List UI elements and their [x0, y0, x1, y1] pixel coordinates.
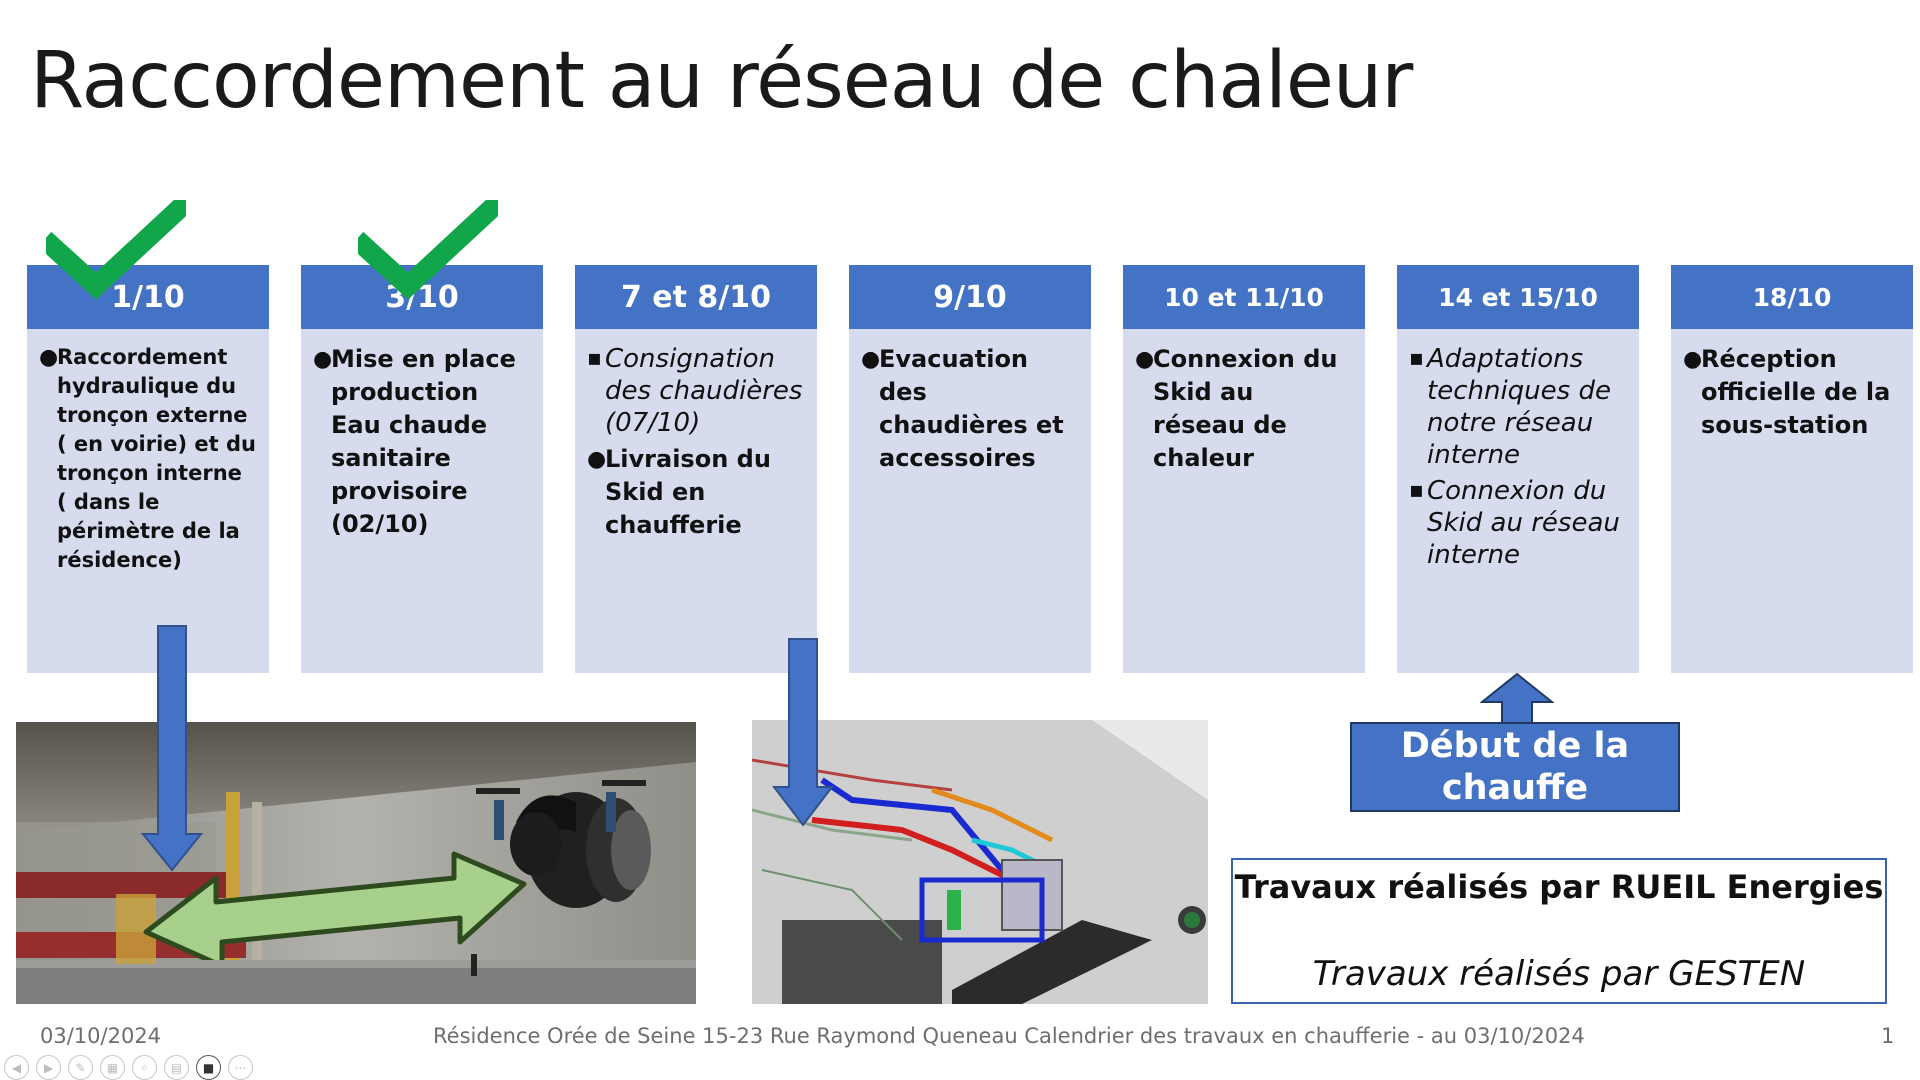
arrow-down-icon: [141, 625, 203, 872]
previous-icon[interactable]: ◀: [4, 1055, 29, 1080]
column-date: 7 et 8/10: [575, 265, 817, 329]
column-item-text: Adaptations techniques de notre réseau i…: [1427, 344, 1611, 470]
page-number: 1: [1881, 1024, 1895, 1048]
column-item: ▪ Consignation des chaudières (07/10): [587, 343, 805, 439]
slides-icon[interactable]: ▦: [100, 1055, 125, 1080]
double-arrow-icon: [143, 851, 527, 960]
presentation-toolbar: ◀ ▶ ✎ ▦ ⌕ ▤ ■ ⋯: [4, 1055, 253, 1080]
column-item: ▪ Adaptations techniques de notre réseau…: [1409, 343, 1627, 471]
camera-icon[interactable]: ■: [196, 1055, 221, 1080]
column-date: 18/10: [1671, 265, 1913, 329]
timeline-column-6: 14 et 15/10 ▪ Adaptations techniques de …: [1397, 265, 1639, 673]
timeline-column-4: 9/10 ● Evacuation des chaudières et acce…: [849, 265, 1091, 673]
more-icon[interactable]: ⋯: [228, 1055, 253, 1080]
column-date: 14 et 15/10: [1397, 265, 1639, 329]
column-item-text: Connexion du Skid au réseau de chaleur: [1153, 345, 1338, 472]
column-item: ● Mise en place production Eau chaude sa…: [313, 343, 531, 541]
column-item-text: Livraison du Skid en chaufferie: [605, 445, 771, 539]
timeline-column-3: 7 et 8/10 ▪ Consignation des chaudières …: [575, 265, 817, 673]
bullet-marker: ▪: [587, 346, 602, 371]
column-item-text: Raccordement hydraulique du tronçon exte…: [57, 345, 257, 572]
timeline-column-7: 18/10 ● Réception officielle de la sous-…: [1671, 265, 1913, 673]
slide-title: Raccordement au réseau de chaleur: [30, 36, 1413, 126]
column-item-text: Connexion du Skid au réseau interne: [1427, 476, 1620, 570]
bullet-marker: ●: [1135, 347, 1155, 372]
zoom-icon[interactable]: ⌕: [132, 1055, 157, 1080]
column-date: 10 et 11/10: [1123, 265, 1365, 329]
timeline-column-1: 1/10 ● Raccordement hydraulique du tronç…: [27, 265, 269, 673]
legend-rueil: Travaux réalisés par RUEIL Energies: [1234, 868, 1884, 906]
skid-render-image: [752, 720, 1208, 1004]
checkmark-icon: [358, 200, 498, 300]
bullet-marker: ●: [587, 447, 607, 472]
column-item: ● Connexion du Skid au réseau de chaleur: [1135, 343, 1353, 475]
footer-text: Résidence Orée de Seine 15-23 Rue Raymon…: [433, 1024, 1585, 1048]
next-icon[interactable]: ▶: [36, 1055, 61, 1080]
timeline-column-2: 3/10 ● Mise en place production Eau chau…: [301, 265, 543, 673]
column-item-text: Mise en place production Eau chaude sani…: [331, 345, 516, 538]
column-item-text: Evacuation des chaudières et accessoires: [879, 345, 1064, 472]
arrow-up-icon: [1480, 672, 1554, 724]
column-item-text: Consignation des chaudières (07/10): [605, 344, 803, 438]
column-item: ● Raccordement hydraulique du tronçon ex…: [39, 343, 257, 575]
heating-start-box: Début de la chauffe: [1350, 722, 1680, 812]
bullet-marker: ▪: [1409, 346, 1424, 371]
subtitles-icon[interactable]: ▤: [164, 1055, 189, 1080]
column-date: 1/10: [27, 265, 269, 329]
pen-icon[interactable]: ✎: [68, 1055, 93, 1080]
column-item: ▪ Connexion du Skid au réseau interne: [1409, 475, 1627, 571]
legend-gesten: Travaux réalisés par GESTEN: [1312, 954, 1806, 994]
checkmark-icon: [46, 200, 186, 300]
timeline-column-5: 10 et 11/10 ● Connexion du Skid au résea…: [1123, 265, 1365, 673]
column-item: ● Livraison du Skid en chaufferie: [587, 443, 805, 542]
legend-box: Travaux réalisés par RUEIL Energies Trav…: [1231, 858, 1887, 1004]
column-item-text: Réception officielle de la sous-station: [1701, 345, 1891, 439]
footer-date: 03/10/2024: [40, 1024, 162, 1048]
bullet-marker: ●: [39, 345, 59, 370]
bullet-marker: ●: [861, 347, 881, 372]
pipe-connection-photo: [16, 722, 696, 1004]
column-item: ● Evacuation des chaudières et accessoir…: [861, 343, 1079, 475]
column-item: ● Réception officielle de la sous-statio…: [1683, 343, 1901, 442]
bullet-marker: ●: [1683, 347, 1703, 372]
arrow-down-icon: [772, 638, 834, 827]
column-date: 9/10: [849, 265, 1091, 329]
bullet-marker: ●: [313, 347, 333, 372]
bullet-marker: ▪: [1409, 478, 1424, 503]
